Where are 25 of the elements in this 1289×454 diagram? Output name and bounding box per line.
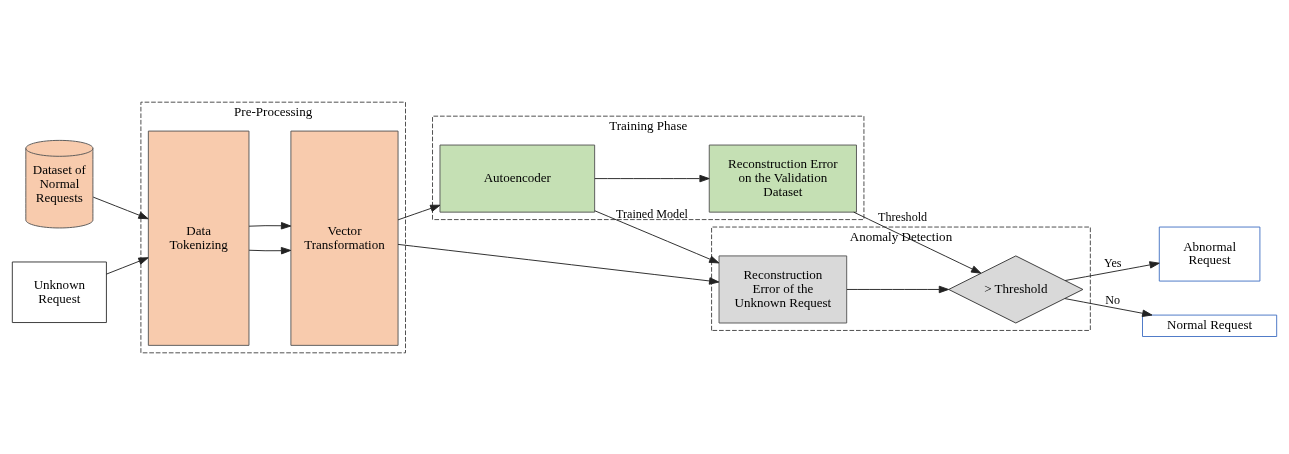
edge-label: Threshold bbox=[878, 209, 928, 224]
edge-label: Yes bbox=[1103, 255, 1122, 270]
edge-label: No bbox=[1105, 292, 1121, 307]
arrow bbox=[397, 243, 720, 285]
arrow bbox=[594, 174, 710, 182]
node-box: Autoencoder bbox=[439, 144, 596, 213]
arrow bbox=[248, 221, 292, 229]
node-box: Data Tokenizing bbox=[147, 130, 250, 346]
arrow bbox=[1064, 297, 1153, 317]
arrow bbox=[1064, 260, 1160, 281]
node-box: Abnormal Request bbox=[1158, 226, 1261, 282]
node-box: Normal Request bbox=[1142, 314, 1278, 337]
arrow bbox=[92, 196, 149, 219]
edge-label: Trained Model bbox=[616, 206, 688, 221]
arrow bbox=[248, 246, 292, 254]
node-box: Reconstruction Error on the Validation Dataset bbox=[708, 144, 857, 213]
arrow bbox=[846, 285, 950, 293]
node-box: Reconstruction Error of the Unknown Request bbox=[718, 254, 848, 323]
arrow bbox=[853, 211, 982, 274]
node-box: Unknown Request bbox=[11, 261, 107, 323]
node-diamond: > Threshold bbox=[948, 254, 1084, 323]
arrow bbox=[106, 256, 149, 275]
node-box: Vector Transformation bbox=[290, 130, 399, 346]
arrow bbox=[594, 209, 720, 263]
arrow bbox=[397, 204, 441, 220]
